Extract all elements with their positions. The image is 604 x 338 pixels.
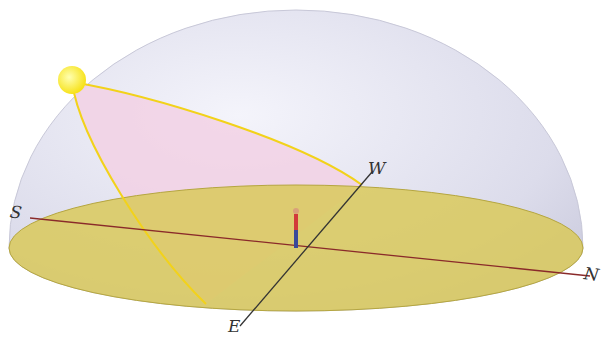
direction-label: N — [583, 265, 600, 284]
direction-label: E — [228, 318, 240, 335]
south-north-axis — [30, 218, 590, 276]
direction-label: S — [9, 203, 23, 221]
observer-head — [293, 208, 299, 214]
sun-path — [72, 82, 362, 304]
east-west-axis — [240, 172, 372, 326]
direction-label: W — [368, 160, 385, 177]
observer-body — [294, 214, 298, 230]
horizon-plane — [9, 185, 583, 311]
sun — [58, 66, 86, 94]
